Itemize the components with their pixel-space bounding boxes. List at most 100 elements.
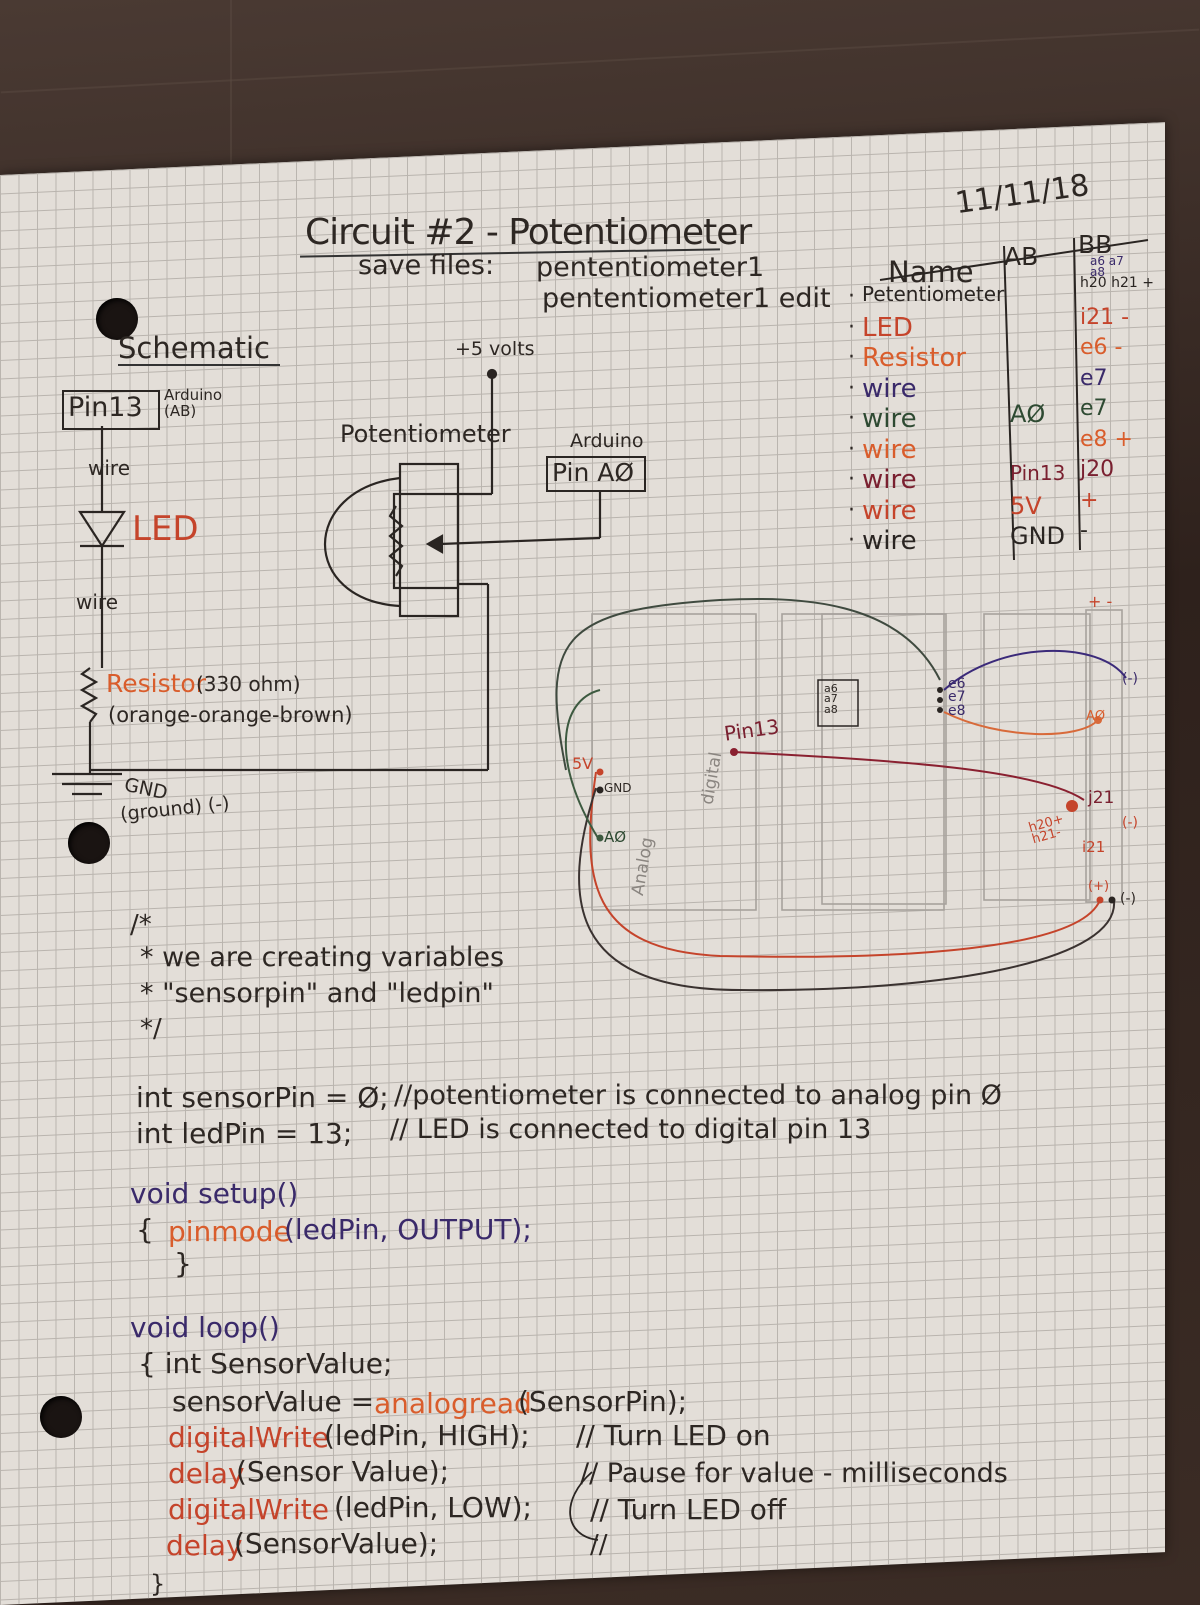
pin13-box [62,390,160,430]
code-delay1-fn: delay [168,1457,245,1490]
led-symbol [77,510,127,549]
code-comment-2: // LED is connected to digital pin 13 [390,1114,872,1145]
table-row-name: wire [862,465,917,495]
code-setup-close: } [174,1247,192,1280]
bb-a0: AØ [604,828,627,846]
code-read-fn: analogread [374,1387,532,1420]
bb-plus: (+) [1088,879,1110,894]
resistor-colors: (orange-orange-brown) [108,703,353,727]
wire-orange [943,711,1099,736]
bb-header-sub: a6 a7 a8 [1090,254,1124,279]
code-dw2-fn: digitalWrite [168,1493,329,1526]
table-row-bb: e7 [1080,396,1108,421]
resistor-label: Resistor [106,669,206,698]
save-files-label: save files: [358,250,495,281]
arduino-board-outline [591,613,757,911]
code-pinmode-args: (ledPin, OUTPUT); [284,1213,532,1246]
resistor-value: (330 ohm) [196,672,301,696]
table-row-bb: e8 + [1080,426,1133,452]
pin-a0-box [546,456,646,492]
table-row-ab: 5V [1010,491,1042,520]
table-bullet: · [848,497,855,523]
code-delay2-fn: delay [166,1529,243,1562]
wire-black [578,787,1116,992]
bb-5v: 5V [572,754,594,773]
table-bullet: · [848,284,855,309]
table-row-name: wire [862,434,917,465]
table-row-bb: + [1080,487,1099,513]
wire-green [565,689,601,839]
wire-blue [943,649,1127,691]
pin13-label: Pin13 [68,392,143,423]
table-bullet: · [848,375,855,401]
code-delay1-args: (Sensor Value); [236,1455,450,1488]
table-row-name: wire [862,495,917,526]
table-bullet: · [848,467,855,492]
potentiometer-knob [323,476,401,608]
bb-a0-right: AØ [1086,709,1106,724]
table-header-bb: BB [1078,230,1113,259]
wire-label-1: wire [88,456,131,480]
bb-minus-3: (-) [1120,891,1136,907]
code-delay2-args: (SensorValue); [234,1527,439,1560]
led-label: LED [132,509,199,549]
code-delay2-comment: // [590,1530,608,1560]
resistor-symbol [79,667,99,723]
code-setup-sig: void setup() [130,1177,299,1210]
code-line-2: int ledPin = 13; [136,1117,353,1150]
potentiometer-on-board [817,679,859,727]
code-loop-close: } [150,1570,166,1598]
wire-label-2: wire [76,590,119,614]
code-dw1-args: (ledPin, HIGH); [324,1419,530,1452]
table-bullet: · [848,314,855,340]
comment-line-4: */ [140,1014,162,1044]
code-loop-decl: { int SensorValue; [138,1347,393,1380]
table-row-name: wire [862,526,917,556]
save-file-2: pententiometer1 edit [542,283,831,314]
bb-i21: i21 [1082,838,1106,856]
bb-j21: j21 [1088,788,1115,808]
wire-maroon [733,751,1085,801]
bb-a678: a6 a7 a8 [824,682,838,716]
table-row-name: Resistor [862,343,966,373]
pin-a0-label: Pin AØ [552,458,635,487]
code-dw1-comment: // Turn LED on [576,1419,771,1452]
table-bullet: · [848,528,855,553]
code-read-lhs: sensorValue = [172,1385,375,1418]
table-row-name: LED [862,312,913,343]
code-read-args: (SensorPin); [518,1385,688,1418]
table-row-name: wire [862,404,917,434]
schematic-underline [118,364,280,366]
code-comment-1: //potentiometer is connected to analog p… [394,1080,1002,1111]
bb-gnd: GND [604,781,632,795]
code-pinmode-fn: pinmode [168,1215,291,1248]
code-dw2-args: (ledPin, LOW); [334,1491,532,1524]
table-bullet: · [848,345,855,370]
bb-minus: (-) [1122,671,1138,687]
save-file-1: pententiometer1 [536,252,765,283]
punch-hole [68,822,110,864]
table-row-bb: i21 - [1080,304,1130,330]
page-title: Circuit #2 - Potentiometer [305,212,752,253]
code-dw1-fn: digitalWrite [168,1421,329,1454]
plus5v-label: +5 volts [455,338,535,360]
wire-gray [555,598,941,771]
table-row-bb: h20 h21 + [1080,275,1155,291]
potentiometer-label: Potentiometer [340,420,511,448]
table-row-bb: j20 [1080,457,1115,482]
code-dw2-comment: // Turn LED off [590,1493,787,1526]
wood-grain [230,0,232,170]
table-row-ab: Pin13 [1010,461,1066,485]
table-row-name: wire [862,373,917,404]
schematic-heading: Schematic [118,331,270,365]
bb-plus-minus: + - [1088,592,1113,611]
wire-red [589,771,1101,958]
code-delay1-comment: // Pause for value - milliseconds [580,1458,1008,1489]
arduino-ab-label: Arduino (AB) [164,386,223,420]
code-line-1: int sensorPin = Ø; [136,1081,389,1114]
table-row-ab: AØ [1010,400,1046,428]
